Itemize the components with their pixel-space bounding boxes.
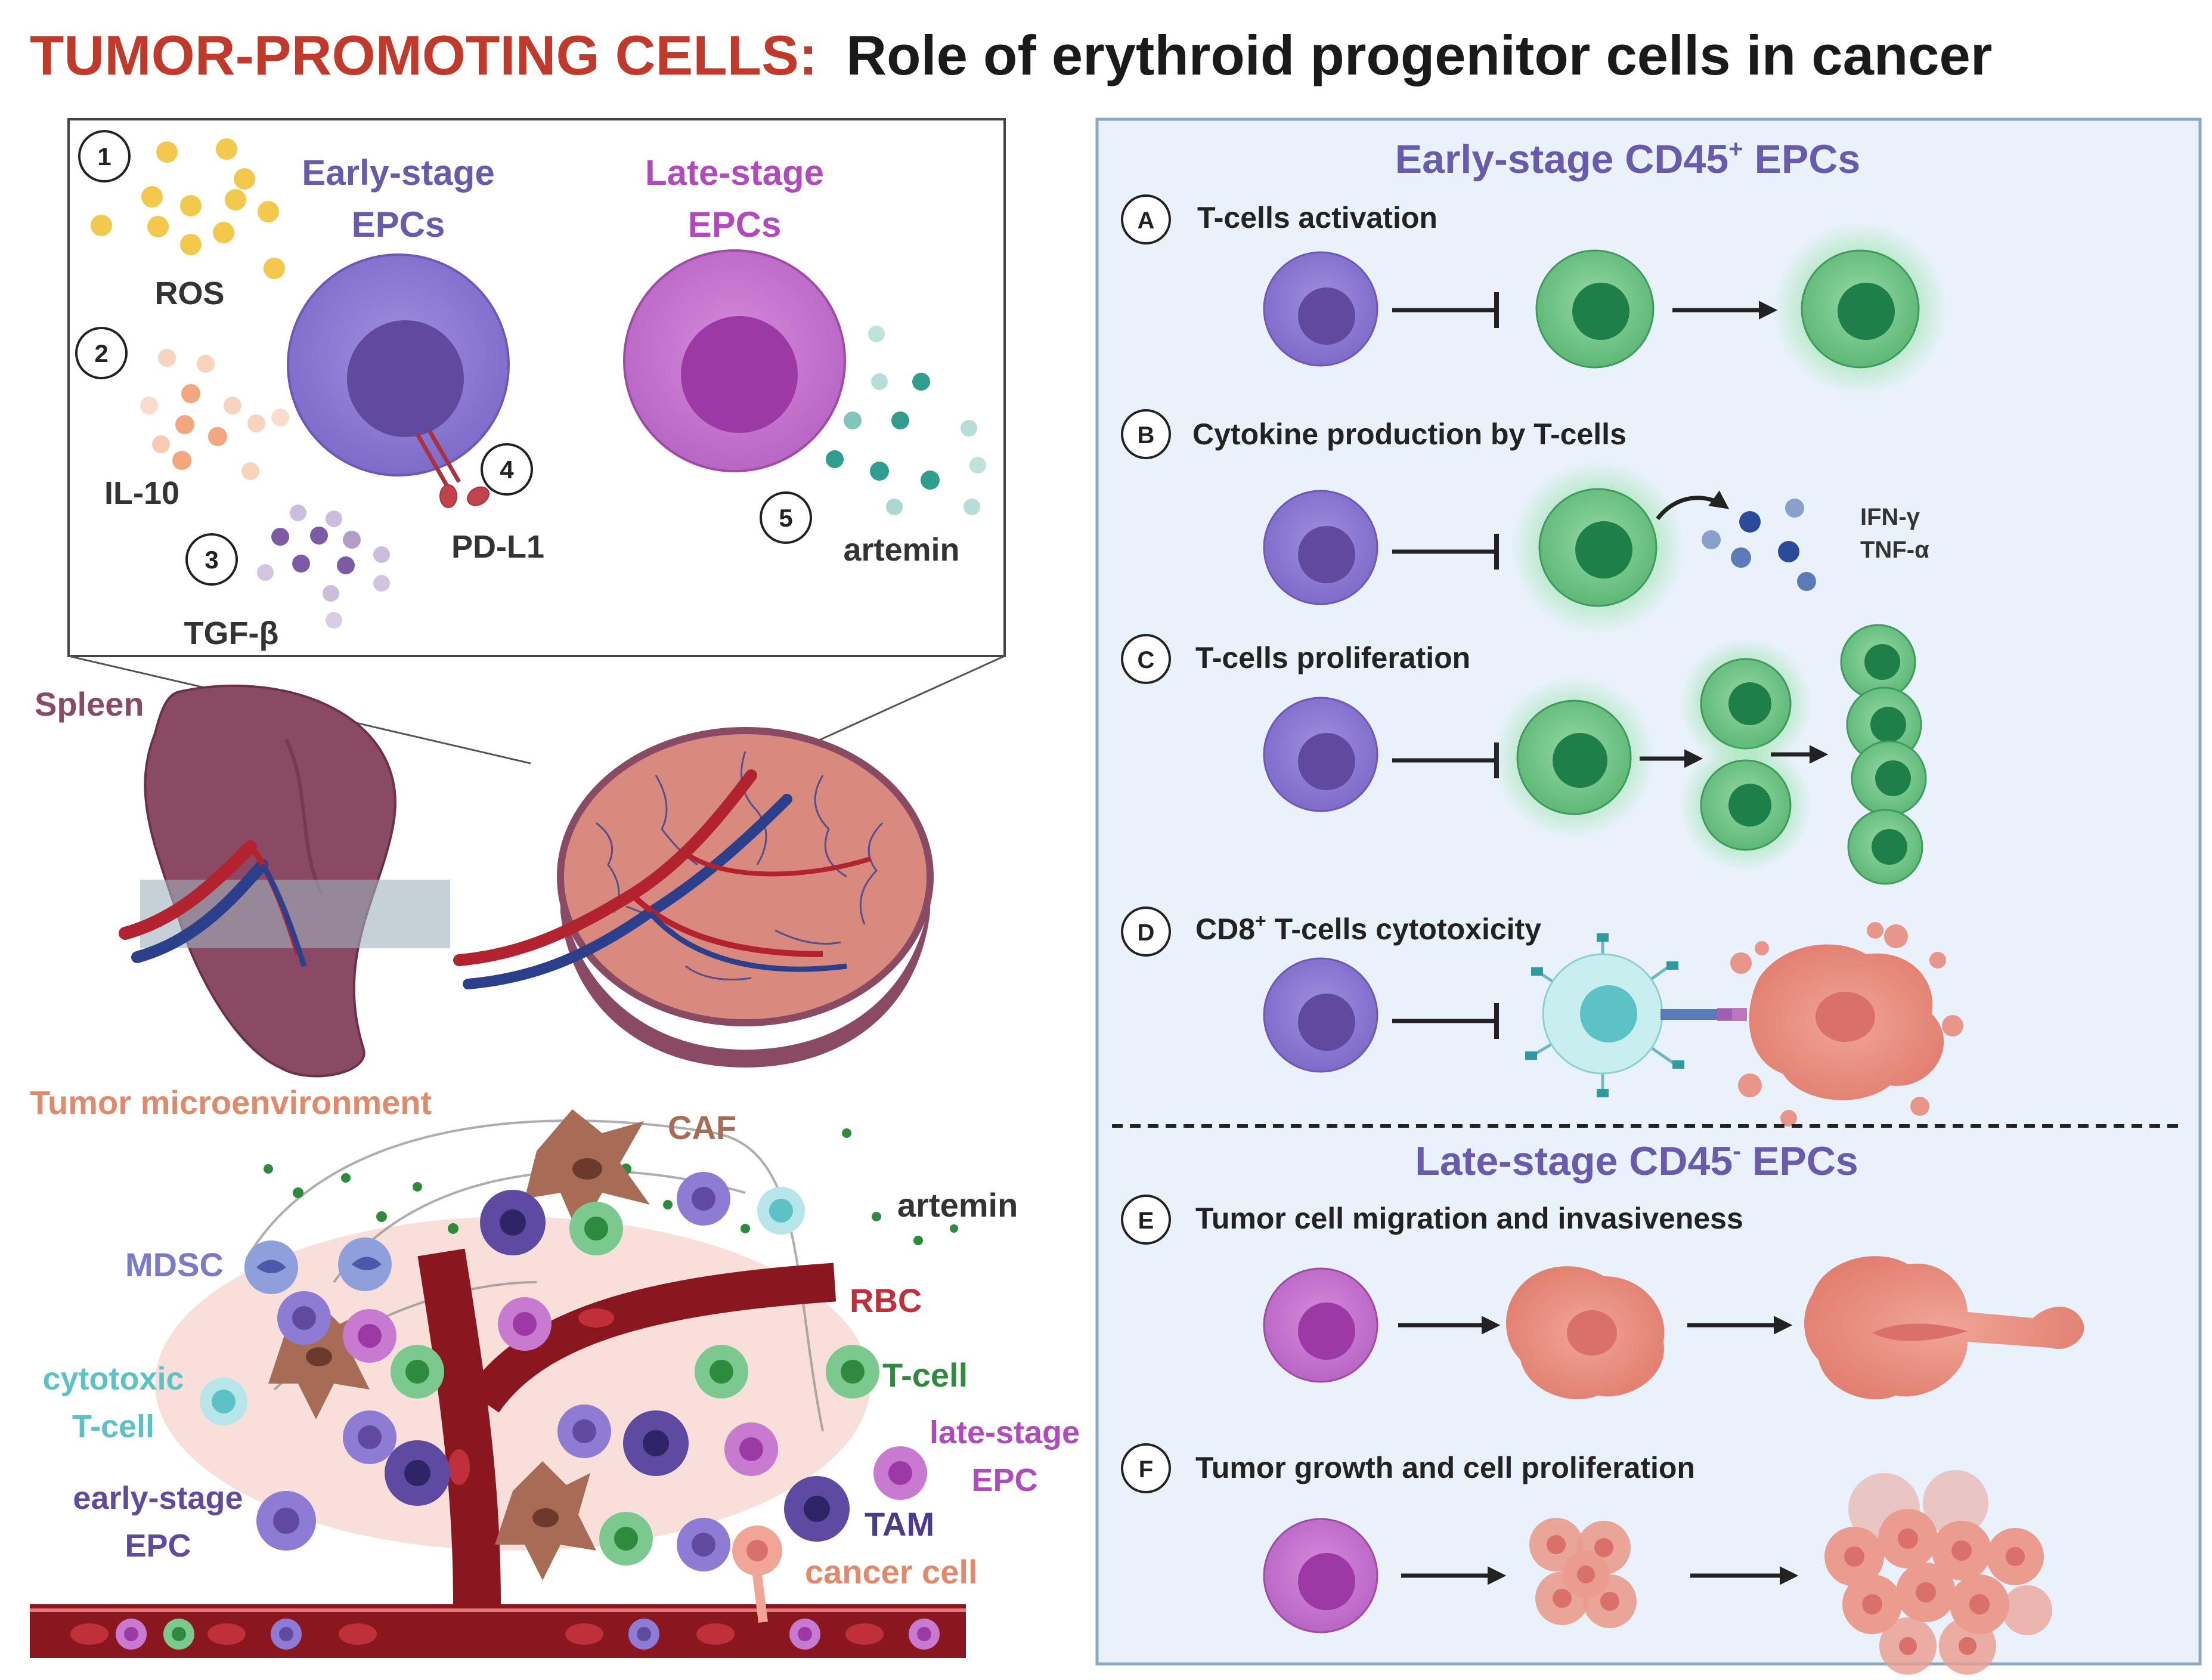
label-tgfb: TGF-β: [184, 615, 279, 651]
mechanisms-panel: Early-stage CD45+ EPCs A T-cells activat…: [1095, 117, 2202, 1675]
late-stage-epc-nucleus: [681, 316, 798, 433]
early-stage-header: Early-stage CD45+ EPCs: [1395, 135, 1860, 182]
cytokine-particles: [1702, 499, 1816, 591]
marker-4: 4: [481, 443, 533, 496]
row-f: F Tumor growth and cell proliferation: [1121, 1443, 2052, 1675]
mdsc-cells: [244, 1237, 392, 1294]
title-highlight: TUMOR-PROMOTING CELLS:: [30, 24, 817, 86]
early-stage-epc-nucleus: [347, 320, 464, 437]
row-c: C T-cells proliferation: [1121, 624, 1927, 885]
ros-particles: [91, 138, 285, 279]
row-a-text: T-cells activation: [1197, 201, 1438, 234]
svg-text:3: 3: [205, 546, 218, 574]
marker-1: 1: [78, 130, 131, 182]
svg-text:A: A: [1138, 208, 1155, 234]
label-cytotoxic-line2: T-cell: [72, 1409, 154, 1444]
late-stage-header: Late-stage CD45- EPCs: [1415, 1137, 1858, 1184]
row-d-text: CD8+ T-cells cytotoxicity: [1195, 910, 1541, 946]
row-d: D CD8+ T-cells cytotoxicity: [1121, 906, 1963, 1127]
svg-text:1: 1: [97, 143, 111, 171]
marker-5: 5: [760, 491, 812, 544]
early-stage-title-line2: EPCs: [352, 205, 445, 245]
label-cytotoxic-line1: cytotoxic: [42, 1361, 184, 1397]
label-late-epc-line2: EPC: [971, 1462, 1037, 1498]
inset-box: 1 2 3 4 5 ROS IL-10 TGF-β PD-L1 artemin …: [67, 118, 1006, 765]
label-tcell: T-cell: [882, 1356, 968, 1394]
row-e: E Tumor cell migration and invasiveness: [1121, 1195, 2084, 1400]
label-ros: ROS: [154, 276, 224, 311]
label-artemin-inset: artemin: [843, 532, 959, 568]
label-il10: IL-10: [104, 475, 179, 511]
label-tme-artemin: artemin: [897, 1186, 1018, 1224]
row-e-text: Tumor cell migration and invasiveness: [1195, 1202, 1743, 1235]
tumor-cell-d: [1730, 922, 1963, 1127]
label-early-epc-line2: EPC: [125, 1528, 191, 1564]
rbc-cells: [70, 1308, 884, 1645]
label-late-epc-line1: late-stage: [930, 1415, 1080, 1450]
row-b: B Cytokine production by T-cells IFN-γ T…: [1121, 409, 1929, 634]
tgfb-particles: [257, 505, 390, 629]
label-tam: TAM: [865, 1505, 934, 1543]
svg-text:D: D: [1138, 920, 1155, 946]
vessel-leukocytes: [116, 1619, 940, 1650]
cytokine-tnf: TNF-α: [1860, 537, 1929, 563]
il10-particles: [140, 349, 289, 480]
label-cancer-cell: cancer cell: [805, 1553, 978, 1591]
row-b-text: Cytokine production by T-cells: [1192, 417, 1627, 451]
row-c-text: T-cells proliferation: [1195, 641, 1470, 675]
label-early-epc-line1: early-stage: [73, 1480, 243, 1516]
tme-cells: [200, 1172, 927, 1571]
svg-text:2: 2: [94, 339, 108, 367]
spleen-illustration: Spleen: [35, 684, 934, 1078]
tam-cells: [385, 1190, 850, 1542]
tumor-cluster-large: [1824, 1470, 2052, 1675]
cytotoxic-t-cell: [1525, 933, 1747, 1097]
svg-text:5: 5: [779, 504, 792, 532]
late-stage-title-line2: EPCs: [688, 205, 782, 245]
svg-text:B: B: [1138, 422, 1155, 448]
svg-text:E: E: [1138, 1208, 1154, 1234]
caf-cell-3: [495, 1461, 596, 1580]
label-rbc: RBC: [850, 1282, 922, 1319]
early-stage-title-line1: Early-stage: [302, 153, 495, 193]
label-tme-title: Tumor microenvironment: [30, 1084, 432, 1121]
label-mdsc: MDSC: [125, 1246, 224, 1283]
label-pdl1: PD-L1: [451, 529, 544, 565]
tumor-cell-e1: [1506, 1266, 1665, 1400]
tumor-cell-e2: [1804, 1256, 2084, 1400]
svg-text:F: F: [1139, 1456, 1153, 1483]
tumor-cluster-small: [1529, 1518, 1637, 1628]
row-a: A T-cells activation: [1121, 194, 1947, 395]
cancer-cell: [732, 1526, 782, 1623]
cytokine-ifn: IFN-γ: [1860, 504, 1920, 530]
pd-l1-receptor: [415, 429, 490, 508]
svg-text:4: 4: [500, 456, 514, 484]
label-caf: CAF: [668, 1109, 736, 1146]
row-f-text: Tumor growth and cell proliferation: [1195, 1451, 1695, 1484]
marker-3: 3: [185, 533, 238, 586]
marker-2: 2: [75, 327, 128, 379]
late-stage-title-line1: Late-stage: [645, 153, 824, 193]
artemin-particles: [826, 326, 986, 515]
title-rest: Role of erythroid progenitor cells in ca…: [846, 24, 1992, 86]
caf-cell: [525, 1109, 650, 1235]
label-spleen: Spleen: [35, 685, 144, 723]
svg-text:C: C: [1138, 647, 1155, 673]
tumor-microenvironment: Tumor microenvironment: [30, 1084, 1080, 1658]
figure-title: TUMOR-PROMOTING CELLS: Role of erythroid…: [30, 24, 1992, 86]
